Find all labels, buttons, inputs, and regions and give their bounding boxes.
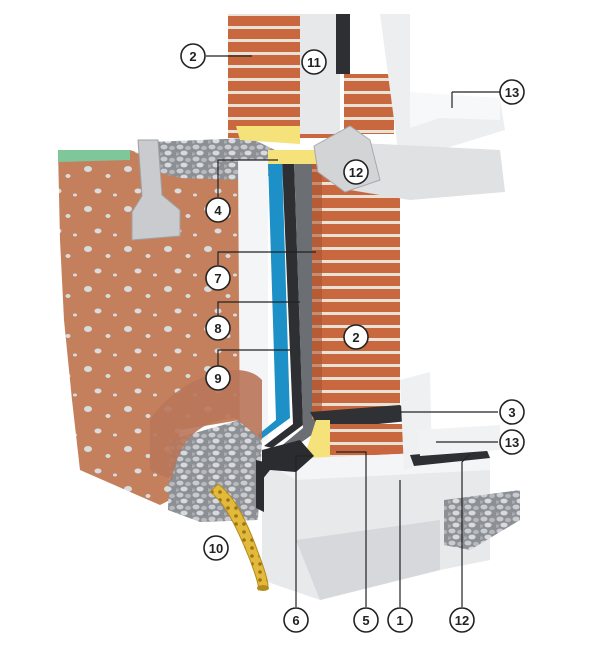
callout-13-top: 13 (499, 79, 525, 105)
callout-label: 2 (189, 49, 196, 64)
callout-2-top: 2 (180, 43, 206, 69)
callout-5: 5 (353, 607, 379, 633)
callout-label: 1 (396, 613, 403, 628)
main-brick-column (312, 160, 400, 420)
callout-12-top: 12 (343, 159, 369, 185)
callout-6: 6 (283, 607, 309, 633)
slab-band (340, 142, 505, 200)
callout-label: 6 (292, 613, 299, 628)
membrane-dark (264, 160, 303, 448)
callout-label: 11 (307, 55, 321, 70)
callout-3: 3 (499, 399, 525, 425)
callout-label: 4 (214, 203, 222, 218)
brick-column-shadow (312, 160, 322, 420)
callout-2-middle: 2 (343, 324, 369, 350)
right-dark-strip (410, 448, 490, 466)
callout-label: 13 (505, 435, 519, 450)
grass-strip (58, 150, 130, 162)
membrane-grey (274, 160, 316, 456)
callout-label: 9 (214, 371, 221, 386)
membrane-fold (150, 369, 262, 480)
callout-1: 1 (387, 607, 413, 633)
corner-profile (262, 440, 314, 480)
callout-label: 10 (209, 541, 223, 556)
yellow-strip-top (236, 126, 300, 144)
gravel-drainage (168, 420, 262, 522)
callout-label: 2 (352, 330, 359, 345)
upper-brick-right (344, 74, 394, 134)
callout-10: 10 (203, 535, 229, 561)
right-white-ledge (418, 425, 500, 456)
leader-lines (206, 55, 500, 607)
callout-label: 8 (214, 321, 221, 336)
drain-outlet (131, 139, 181, 241)
callout-label: 12 (455, 613, 469, 628)
dark-cap (310, 405, 418, 430)
callout-label: 3 (508, 405, 515, 420)
callout-13-bottom: 13 (499, 429, 525, 455)
upper-cavity-white (300, 14, 340, 134)
slab-upper-right (380, 14, 505, 150)
membrane-blue (254, 160, 290, 440)
callout-11: 11 (301, 49, 327, 75)
gravel-right (444, 490, 520, 550)
upper-dark-strip (336, 14, 350, 74)
callout-label: 12 (349, 165, 363, 180)
drainage-pipe (209, 483, 269, 591)
callout-label: 5 (362, 613, 369, 628)
yellow-strip-joint (268, 150, 320, 164)
callout-4: 4 (205, 197, 231, 223)
corner-profile-base (256, 460, 264, 512)
foundation-front (296, 520, 440, 600)
callout-label: 7 (214, 271, 221, 286)
callout-7: 7 (205, 265, 231, 291)
callout-9: 9 (205, 365, 231, 391)
callout-label: 13 (505, 85, 519, 100)
slab-step (410, 92, 500, 128)
callout-12-bottom: 12 (449, 607, 475, 633)
callout-8: 8 (205, 315, 231, 341)
